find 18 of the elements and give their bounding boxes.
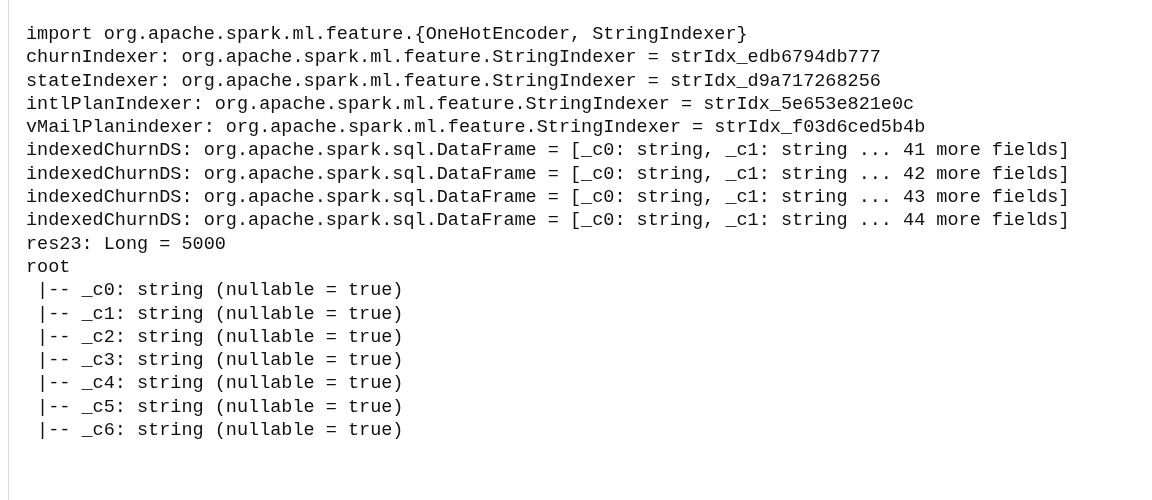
console-output-line: indexedChurnDS: org.apache.spark.sql.DataFrame = [_c0: string, _c1: string ... 41 more fields] [26, 139, 1070, 163]
console-output-line: root [26, 255, 72, 280]
console-output-line: |-- _c2: string (nullable = true) [36, 325, 405, 350]
console-output-line: vMailPlanindexer: org.apache.spark.ml.feature.StringIndexer = strIdx_f03d6ced5b4b [26, 116, 927, 140]
console-output-line: |-- _c6: string (nullable = true) [36, 419, 405, 443]
console-output-line: |-- _c3: string (nullable = true) [36, 349, 405, 373]
console-output-line: intlPlanIndexer: org.apache.spark.ml.feature.StringIndexer = strIdx_5e653e821e0c [26, 92, 916, 117]
console-output-line: import org.apache.spark.ml.feature.{OneHotEncoder, StringIndexer} [26, 23, 749, 47]
console-output-line: stateIndexer: org.apache.spark.ml.feature.StringIndexer = strIdx_d9a717268256 [26, 69, 882, 93]
console-output-line: churnIndexer: org.apache.spark.ml.feature.StringIndexer = strIdx_edb6794db777 [26, 46, 882, 70]
console-output-line: |-- _c4: string (nullable = true) [36, 372, 405, 396]
console-output-line: indexedChurnDS: org.apache.spark.sql.DataFrame = [_c0: string, _c1: string ... 44 more fields] [26, 209, 1070, 233]
console-output-line: |-- _c1: string (nullable = true) [36, 302, 405, 326]
console-output-line: res23: Long = 5000 [26, 232, 227, 256]
console-output-line: indexedChurnDS: org.apache.spark.sql.DataFrame = [_c0: string, _c1: string ... 43 more fields] [26, 186, 1070, 210]
console-output-line: |-- _c0: string (nullable = true) [36, 279, 405, 303]
console-output-line: indexedChurnDS: org.apache.spark.sql.DataFrame = [_c0: string, _c1: string ... 42 more fields] [26, 162, 1070, 187]
console-output-line: |-- _c5: string (nullable = true) [36, 395, 405, 420]
